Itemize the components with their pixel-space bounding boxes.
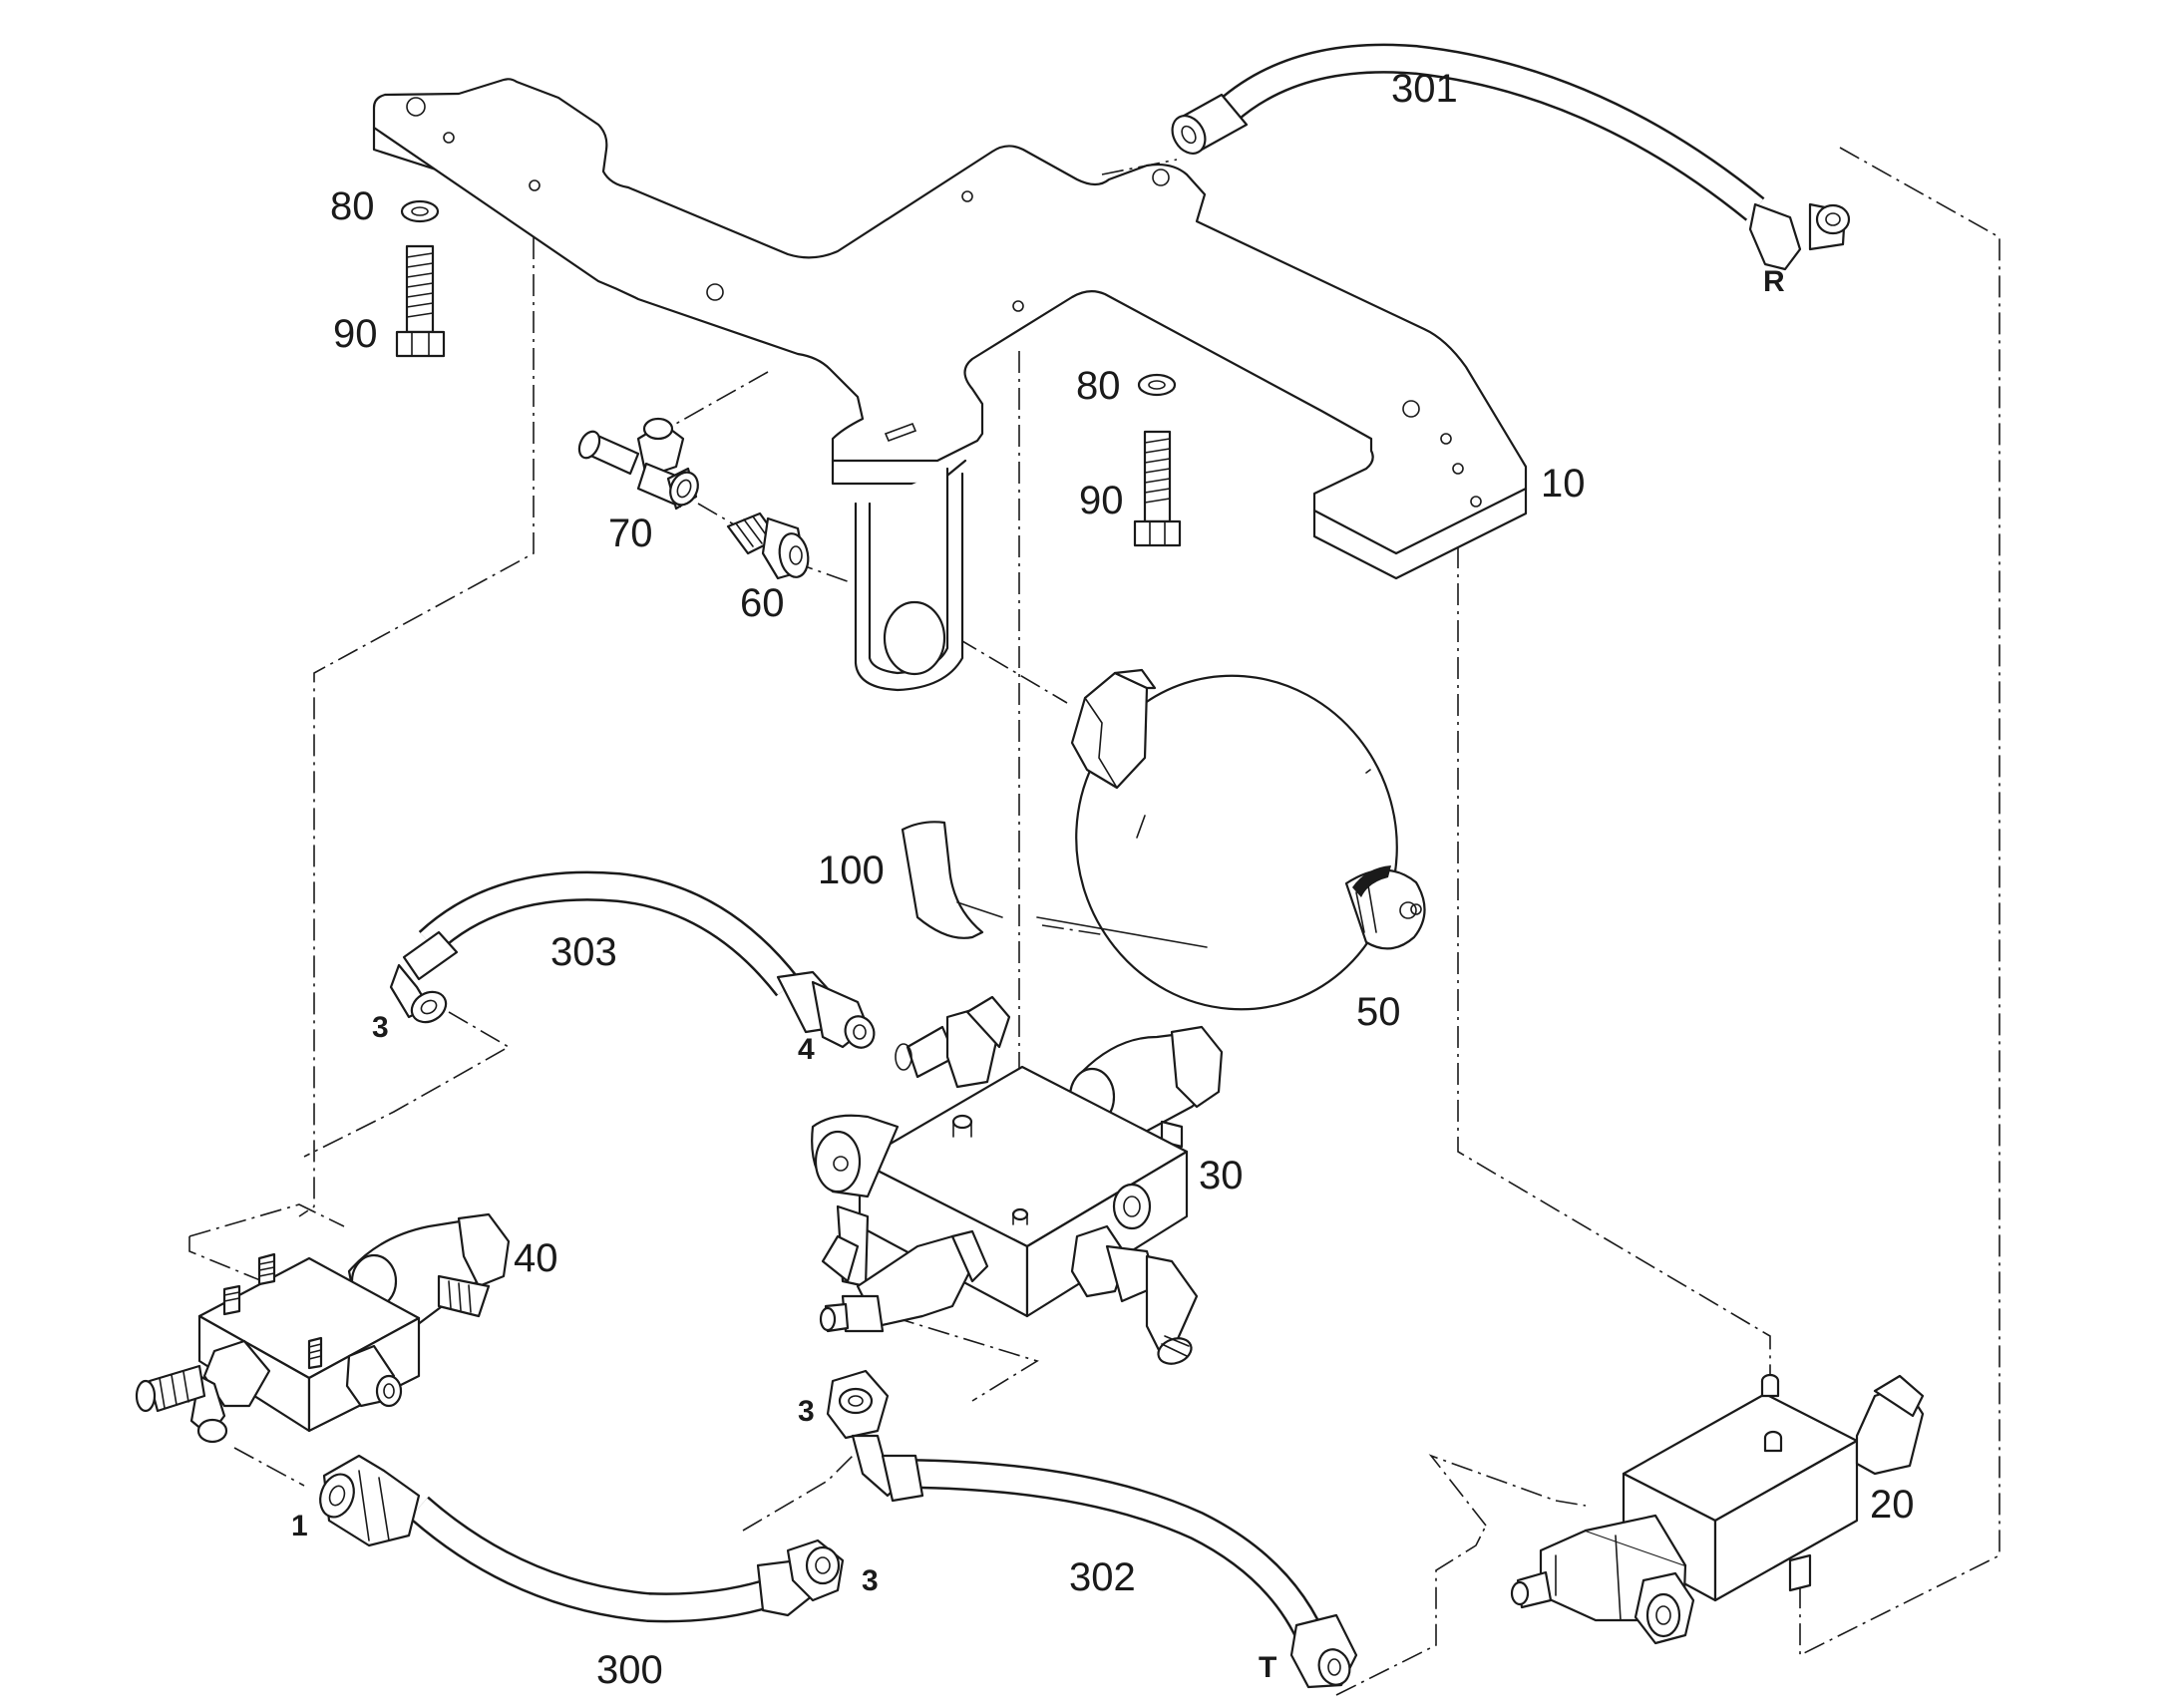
port-label-3-hose-300: 3	[862, 1564, 879, 1597]
part-90-bolt-left	[395, 244, 446, 358]
part-40-valve-block	[135, 1212, 511, 1444]
part-60-adapter	[726, 512, 810, 580]
part-80-washer-right	[1137, 373, 1177, 397]
part-90-bolt-right	[1133, 430, 1182, 547]
callout-20: 20	[1870, 1483, 1915, 1527]
part-50-accumulator	[1036, 668, 1426, 1011]
part-20-valve-block	[1510, 1373, 1925, 1645]
port-label-t: T	[1259, 1651, 1276, 1684]
part-100-label-sticker	[901, 821, 1003, 939]
callout-303: 303	[550, 930, 617, 974]
port-labels: R 3 4 3 1 3 T	[291, 265, 1785, 1684]
callout-70: 70	[608, 512, 653, 555]
callout-30: 30	[1199, 1154, 1244, 1197]
part-30-valve-block	[811, 995, 1224, 1365]
callout-50: 50	[1356, 990, 1401, 1034]
callout-100: 100	[818, 849, 885, 892]
port-label-3-hose-302: 3	[798, 1395, 815, 1428]
callout-300: 300	[596, 1648, 663, 1692]
callout-labels: 301 80 90 80 90 10 70 60 100 303 50 30 4…	[330, 67, 1915, 1692]
hose-302	[826, 1369, 1358, 1689]
part-80-washer-left	[400, 199, 440, 223]
callout-90-right: 90	[1079, 479, 1124, 522]
port-label-1: 1	[291, 1510, 308, 1542]
callout-10: 10	[1541, 462, 1586, 506]
hose-303	[389, 870, 876, 1049]
callout-302: 302	[1069, 1555, 1136, 1599]
port-label-4: 4	[798, 1033, 815, 1066]
port-label-3-hose-303: 3	[372, 1011, 389, 1044]
port-label-r: R	[1763, 265, 1785, 298]
part-10-mounting-bracket	[372, 78, 1528, 692]
hose-301	[1171, 43, 1851, 271]
hose-300	[319, 1454, 845, 1623]
callout-301: 301	[1391, 67, 1458, 111]
callout-90-left: 90	[333, 312, 378, 356]
callout-80-right: 80	[1076, 364, 1121, 408]
callout-60: 60	[740, 581, 785, 625]
callout-80-left: 80	[330, 184, 375, 228]
center-lines	[188, 147, 2000, 1696]
part-70-tee-fitting	[577, 417, 699, 511]
callout-40: 40	[514, 1236, 558, 1280]
